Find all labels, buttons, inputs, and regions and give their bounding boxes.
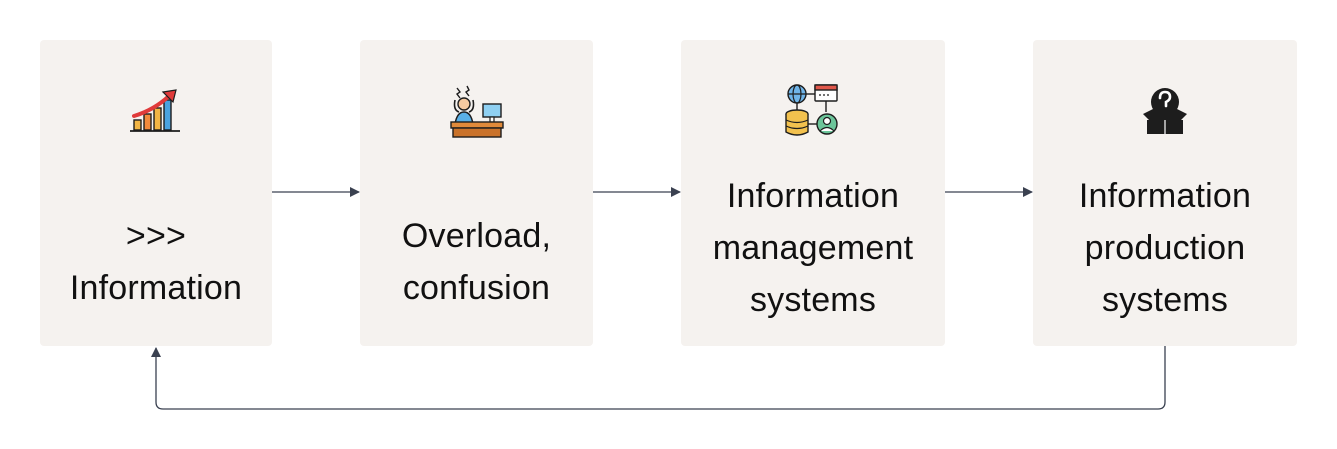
node-label: Information production systems <box>1033 170 1297 326</box>
label-line: Information <box>1078 177 1252 215</box>
label-line: systems <box>1101 281 1229 319</box>
label-line: production <box>1084 229 1246 267</box>
arrow-feedback-loop <box>151 346 1166 410</box>
stressed-worker-icon <box>445 80 509 144</box>
node-label: Information management systems <box>681 170 945 326</box>
label-line: Overload, <box>401 217 552 255</box>
mystery-box-icon <box>1133 80 1197 144</box>
growth-chart-icon <box>124 80 188 144</box>
node-information-management-systems: Information management systems <box>681 40 945 346</box>
node-label: Overload, confusion <box>360 210 593 314</box>
label-line: Information <box>69 269 243 307</box>
node-information-production-systems: Information production systems <box>1033 40 1297 346</box>
label-line: systems <box>749 281 877 319</box>
data-network-icon <box>781 80 845 144</box>
label-line: >>> <box>125 217 187 255</box>
node-information: >>> Information <box>40 40 272 346</box>
node-overload: Overload, confusion <box>360 40 593 346</box>
node-label: >>> Information <box>40 210 272 314</box>
label-line: confusion <box>402 269 551 307</box>
label-line: Information <box>726 177 900 215</box>
label-line: management <box>712 229 914 267</box>
